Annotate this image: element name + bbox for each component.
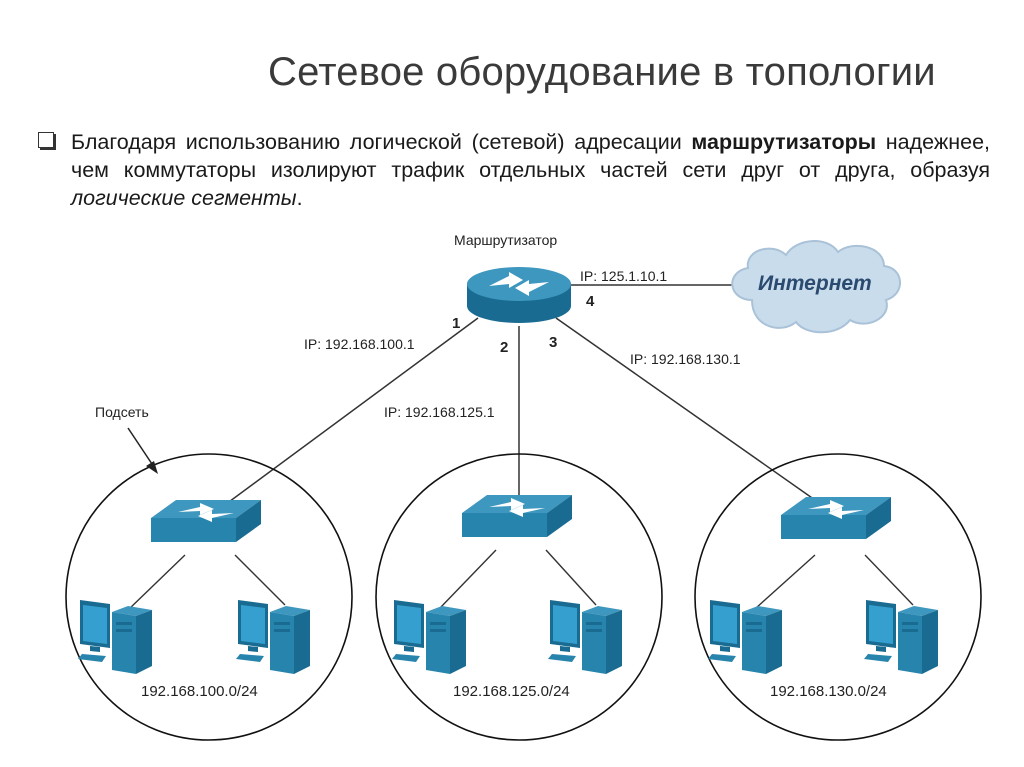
switch-icon-2	[462, 495, 572, 537]
subnet-circles	[65, 453, 982, 741]
port-number-4: 4	[586, 293, 595, 310]
bullet-text-part1: Благодаря использованию логической (сете…	[71, 130, 692, 154]
computer-icon	[236, 600, 310, 674]
bullet-text-part3: .	[296, 186, 303, 210]
bullet-point: Благодаря использованию логической (сете…	[38, 128, 990, 212]
bullet-text-part2: надежнее, чем коммутаторы изолируют траф…	[71, 130, 991, 182]
link-router-switch1	[217, 317, 479, 511]
ip-label-port1: IP: 192.168.100.1	[304, 336, 415, 352]
port-number-1: 1	[452, 315, 460, 332]
bullet-text: Благодаря использованию логической (сете…	[71, 128, 990, 212]
pc-links	[127, 549, 914, 611]
subnet-network-label-1: 192.168.100.0/24	[141, 683, 258, 700]
cloud-icon	[731, 240, 901, 334]
computer-icon	[864, 600, 938, 674]
subnet-circle-2	[375, 453, 663, 741]
ip-label-port2: IP: 192.168.125.1	[384, 404, 495, 420]
internet-label: Интернет	[758, 272, 872, 295]
link-sw1-pc2	[234, 554, 286, 606]
link-sw1-pc1	[127, 554, 186, 611]
bullet-text-italic: логические сегменты	[71, 186, 297, 210]
computer-icon	[708, 600, 782, 674]
link-router-switch3	[555, 317, 816, 501]
computer-icon	[392, 600, 466, 674]
slide-title: Сетевое оборудование в топологии	[268, 50, 936, 94]
arrow-icon	[127, 427, 158, 474]
switch-icon-3	[781, 497, 891, 539]
link-sw2-pc1	[439, 549, 497, 609]
subnet-callout-label: Подсеть	[95, 404, 149, 420]
link-sw3-pc1	[755, 554, 816, 609]
computer-icon	[548, 600, 622, 674]
subnet-circle-3	[694, 453, 982, 741]
subnet-network-label-3: 192.168.130.0/24	[770, 683, 887, 700]
router-icon	[467, 267, 571, 323]
port-number-3: 3	[549, 334, 557, 351]
switch-icon-1	[151, 500, 261, 542]
subnet-circle-1	[65, 453, 353, 741]
ip-label-internet: IP: 125.1.10.1	[580, 268, 667, 284]
subnet-network-label-2: 192.168.125.0/24	[453, 683, 570, 700]
checkbox-bullet-icon	[38, 132, 54, 148]
computer-icon	[78, 600, 152, 674]
link-sw2-pc2	[545, 549, 597, 606]
computers	[78, 600, 938, 674]
router-label: Маршрутизатор	[454, 232, 557, 248]
link-sw3-pc2	[864, 554, 914, 606]
port-number-2: 2	[500, 339, 508, 356]
ip-label-port3: IP: 192.168.130.1	[630, 351, 741, 367]
bullet-text-bold: маршрутизаторы	[691, 130, 877, 154]
